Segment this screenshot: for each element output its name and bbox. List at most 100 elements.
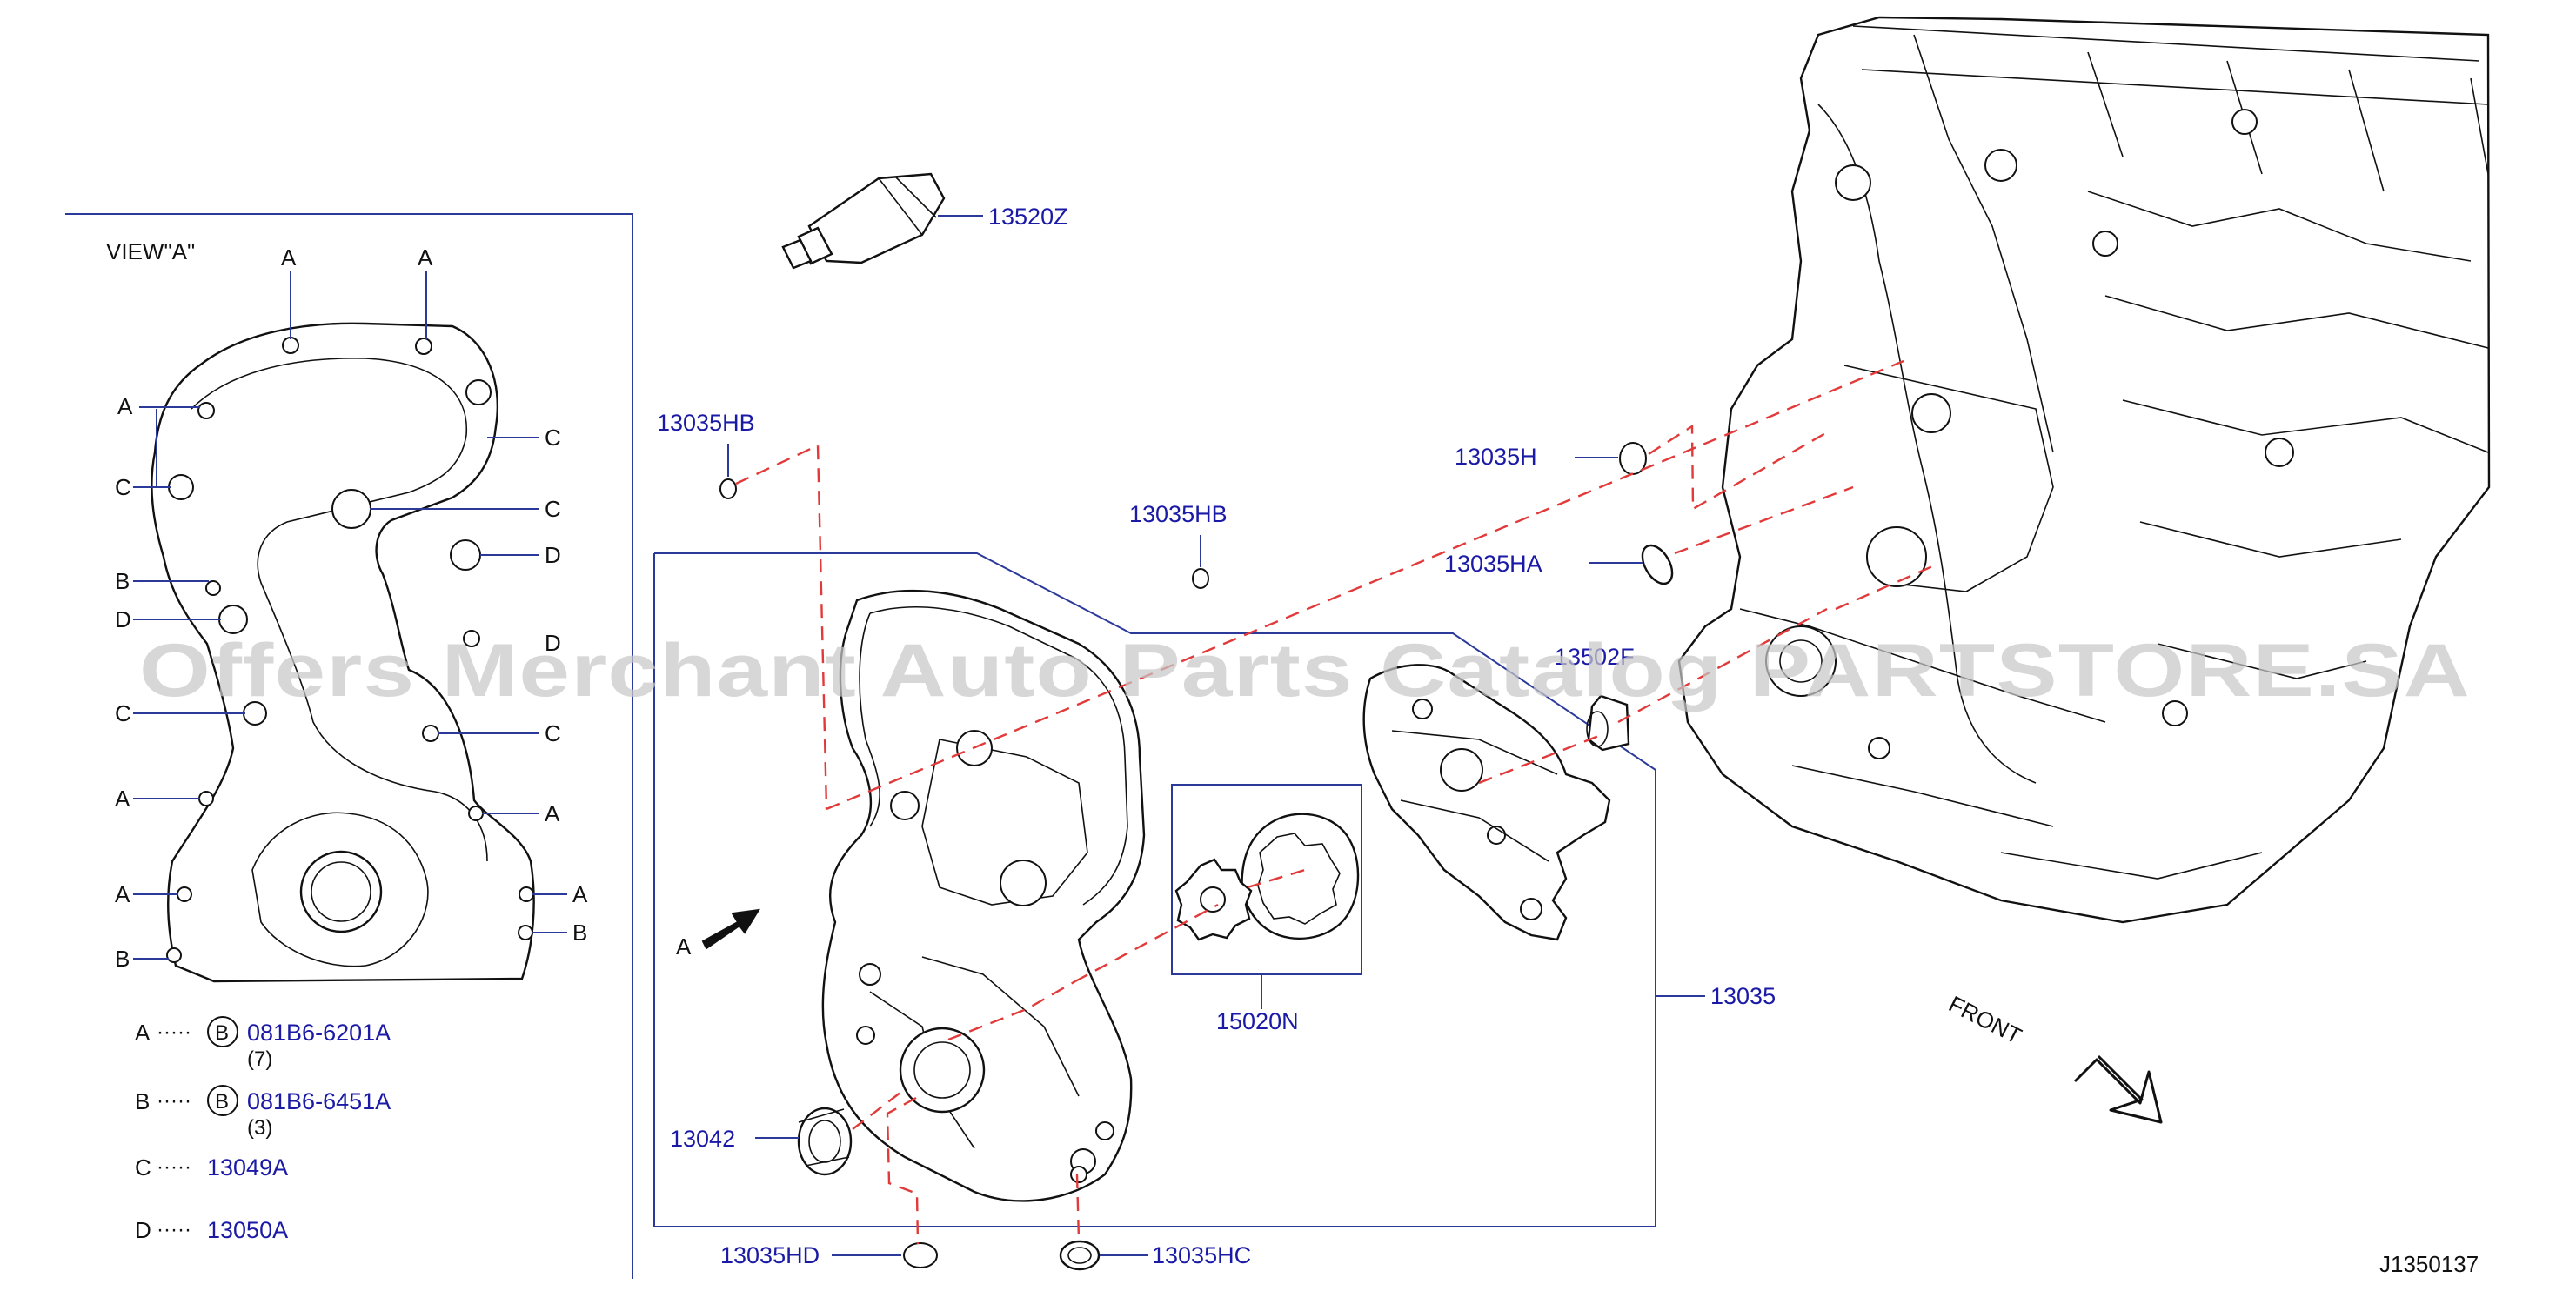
part-label-13042[interactable]: 13042	[670, 1126, 735, 1152]
oil-pump: 13502F	[1362, 644, 1635, 941]
view-a-bolt-hole	[465, 379, 492, 405]
view-a-bolt-hole	[519, 886, 534, 902]
liquid-gasket-tube	[781, 172, 946, 270]
view-a-bolt-hole	[415, 338, 432, 355]
engine-side-ribs	[2000, 191, 2489, 880]
engine-bore	[1868, 737, 1890, 759]
view-a-seal-inner	[311, 861, 371, 922]
part-label-13502f[interactable]: 13502F	[1555, 644, 1635, 670]
engine-bore	[2231, 109, 2258, 135]
engine-bore	[1911, 393, 1951, 433]
view-a-seal-boss	[251, 812, 429, 967]
guide-line	[1648, 424, 1828, 512]
callout-letter-a: A	[572, 881, 588, 907]
engine-bore	[1984, 149, 2017, 182]
guide-line	[1617, 607, 1828, 724]
callout-letter-c: C	[115, 700, 131, 726]
view-a-bolt-hole	[198, 791, 214, 806]
legend-part-number[interactable]: 13049A	[207, 1154, 288, 1181]
rotor-set-box	[1171, 784, 1362, 975]
assembly-guide-lines	[735, 359, 1939, 1245]
legend-part-number[interactable]: 081B6-6451A	[247, 1088, 391, 1114]
part-label-15020n[interactable]: 15020N	[1216, 1008, 1299, 1034]
engine-bore	[2265, 438, 2294, 467]
callout-letter-a: A	[418, 244, 433, 271]
part-label-13520z[interactable]: 13520Z	[988, 204, 1068, 230]
guide-line	[1674, 485, 1854, 555]
relief-valve-plug-face	[1586, 711, 1609, 747]
engine-bore-inner	[1779, 639, 1823, 683]
legend-dots: ·····	[157, 1218, 191, 1241]
circled-b-symbol	[207, 1085, 238, 1116]
callout-letter-a: A	[281, 244, 297, 271]
front-cover-port	[1000, 860, 1047, 906]
oil-pump-hole	[1412, 699, 1433, 719]
gasket-tube-body	[807, 172, 946, 264]
front-cover-port	[859, 963, 881, 986]
legend-quantity: (7)	[247, 1047, 272, 1071]
view-a-bolt-hole	[282, 337, 299, 354]
part-label-13035hb[interactable]: 13035HB	[657, 410, 755, 436]
view-a-bolt-hole	[168, 474, 194, 500]
legend-circled-letter: B	[215, 1021, 229, 1045]
o-ring-13035hb-mid	[1192, 568, 1209, 589]
relief-valve-plug	[1587, 694, 1630, 752]
view-a-cover-outline	[151, 322, 535, 983]
guide-line	[735, 444, 828, 810]
circled-b-symbol	[207, 1016, 238, 1047]
callout-letter-b: B	[115, 946, 130, 972]
callout-letter-b: B	[572, 920, 587, 946]
guide-line	[826, 359, 1904, 811]
legend-part-number[interactable]: 081B6-6201A	[247, 1020, 391, 1046]
crank-oil-seal-edge	[798, 1108, 850, 1167]
view-a-frame	[65, 213, 633, 1279]
guide-line	[1247, 868, 1306, 889]
view-a-inner-rib	[191, 358, 488, 862]
callout-letter-d: D	[545, 542, 561, 568]
view-a-bolt-hole	[197, 402, 215, 419]
legend-part-number[interactable]: 13050A	[207, 1217, 288, 1243]
legend-dots: ·····	[157, 1155, 191, 1179]
part-callouts: 13520Z 13035HB 13035HB 13035H 13035HA 15…	[657, 204, 1776, 1268]
oil-pump-rotor-bore	[1440, 748, 1483, 792]
guide-line	[1075, 1174, 1081, 1241]
crank-seal-boss-inner	[913, 1041, 971, 1099]
watermark-text: Offers Merchant Auto Parts Catalog PARTS…	[139, 629, 2471, 712]
engine-bore	[2162, 700, 2188, 726]
oil-pump-hole	[1520, 898, 1542, 920]
diagram-id: J1350137	[2379, 1251, 2479, 1277]
part-label-13035hc[interactable]: 13035HC	[1152, 1242, 1251, 1268]
view-a-bolt-hole	[331, 489, 371, 529]
gasket-tube-crimp	[878, 177, 937, 236]
front-cover-port	[1095, 1121, 1114, 1140]
part-label-13035ha[interactable]: 13035HA	[1444, 551, 1542, 577]
callout-letter-a: A	[115, 786, 130, 812]
part-label-13035[interactable]: 13035	[1710, 983, 1776, 1009]
guide-line	[947, 980, 1076, 1041]
part-label-13035h[interactable]: 13035H	[1455, 444, 1537, 470]
callout-letter-c: C	[545, 720, 561, 746]
callout-letter-c: C	[545, 425, 561, 451]
engine-timing-face	[1739, 104, 2106, 827]
legend-key: D	[135, 1217, 151, 1243]
guide-line	[1835, 562, 1939, 611]
view-a-arrow-icon	[701, 908, 760, 950]
callout-letter-a: A	[545, 800, 560, 826]
engine-bore	[2092, 231, 2118, 257]
part-label-13035hb[interactable]: 13035HB	[1129, 501, 1228, 527]
callout-letter-d: D	[115, 606, 131, 632]
o-ring-13035hd	[903, 1242, 938, 1268]
legend-quantity: (3)	[247, 1116, 272, 1140]
part-label-13035hd[interactable]: 13035HD	[720, 1242, 820, 1268]
guide-line	[1074, 903, 1219, 983]
front-cover-port	[856, 1026, 875, 1045]
view-a-title: VIEW"A"	[106, 238, 195, 264]
view-a-arrow-label: A	[676, 933, 692, 960]
front-cover-outline	[821, 589, 1146, 1202]
engine-bore	[1765, 625, 1837, 697]
engine-bore	[1866, 526, 1927, 587]
view-a-bolt-hole	[450, 539, 481, 571]
o-ring-13035ha	[1641, 544, 1674, 585]
legend-dots: ·····	[157, 1089, 191, 1113]
